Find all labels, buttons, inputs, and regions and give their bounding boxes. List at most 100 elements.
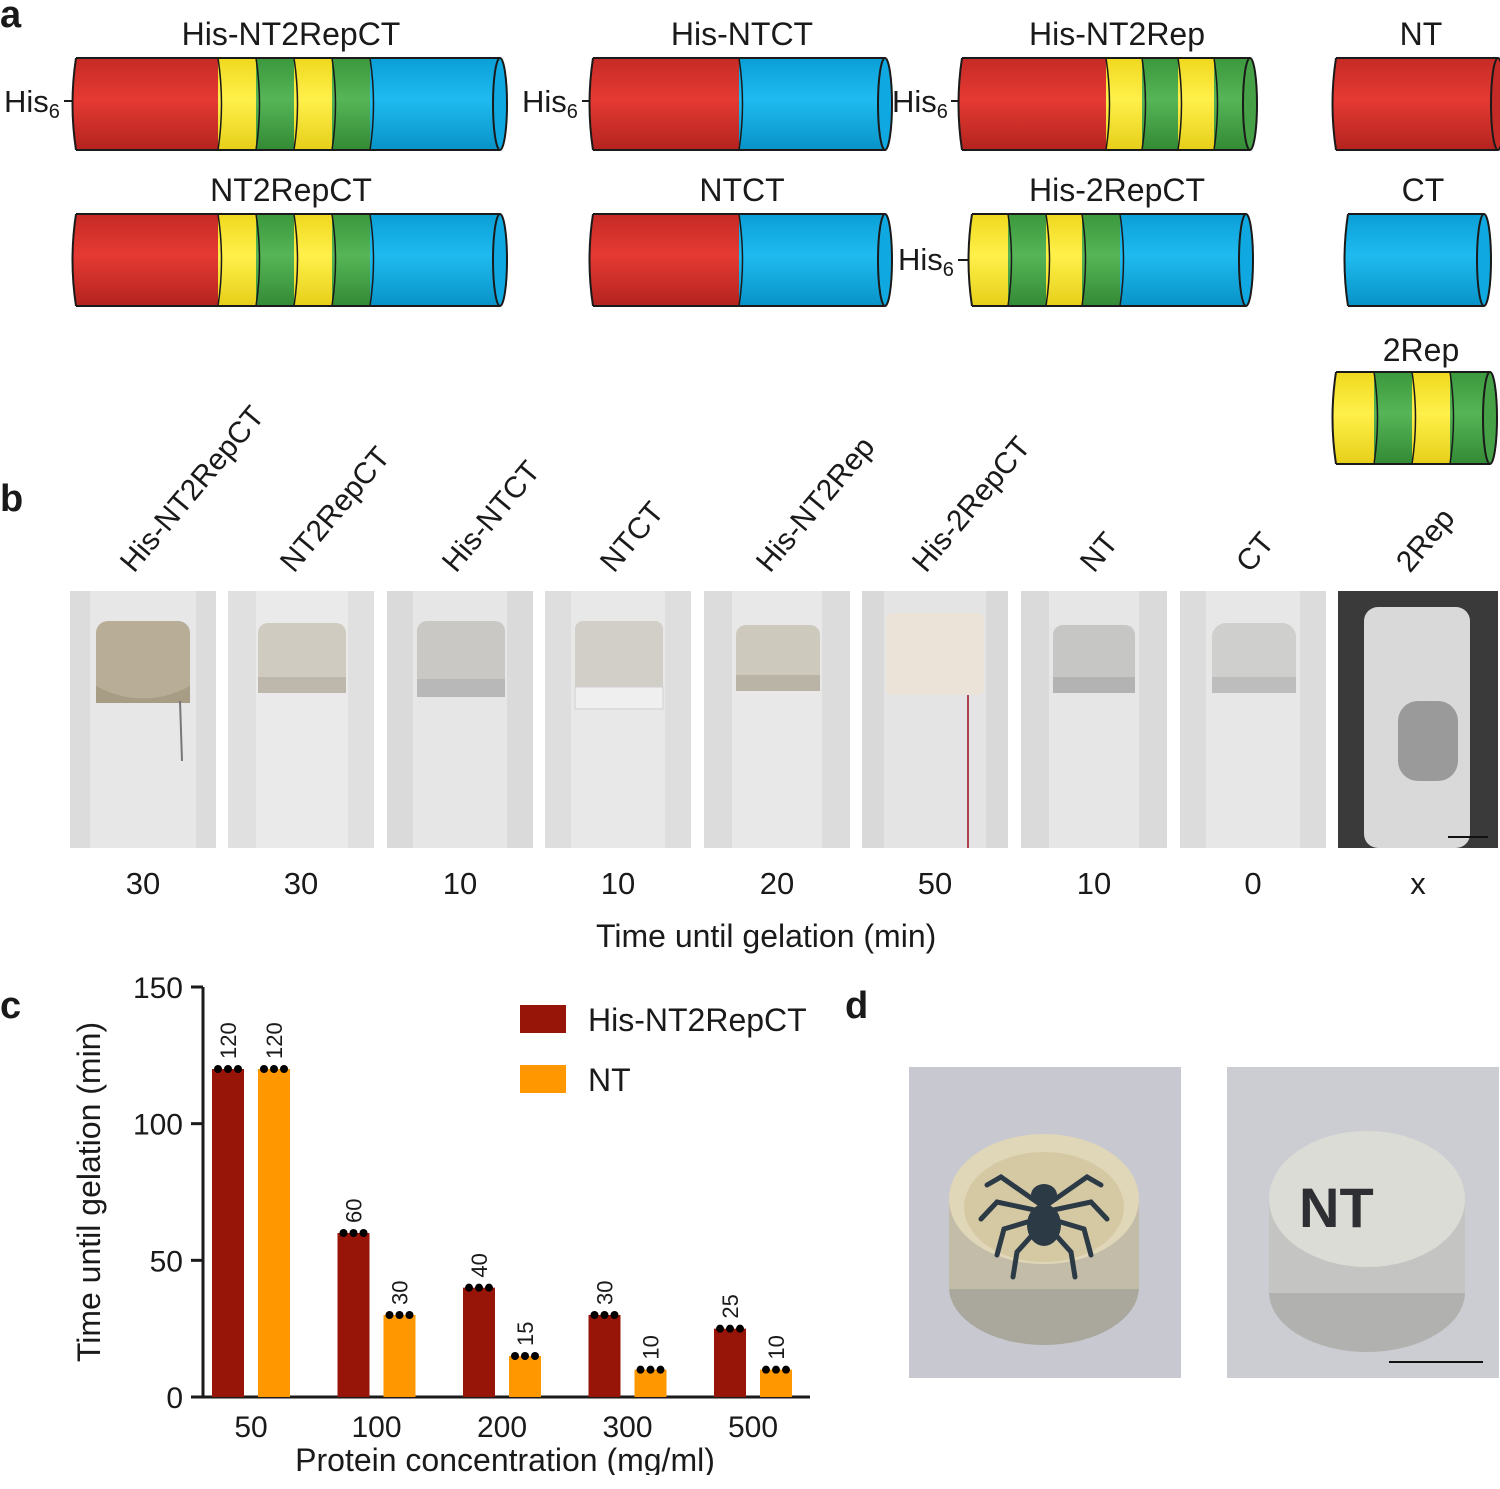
gelation-time-his-ntct: 10 <box>442 866 478 901</box>
y-tick-label: 50 <box>150 1245 183 1278</box>
legend-swatch <box>520 1005 566 1033</box>
construct-title-ct: CT <box>1401 172 1445 208</box>
bar-value-label: 120 <box>262 1022 287 1059</box>
construct-cylinders <box>64 57 1500 465</box>
replicate-point <box>782 1365 790 1374</box>
replicate-point <box>716 1324 724 1333</box>
vial-photo-his-nt2rep <box>704 591 850 848</box>
bar-nt-300 <box>634 1369 667 1397</box>
x-tick-label: 500 <box>728 1411 778 1444</box>
legend-label: His-NT2RepCT <box>588 1002 807 1038</box>
bar-value-label: 60 <box>342 1199 367 1223</box>
replicate-point <box>339 1229 348 1237</box>
x-tick-label: 300 <box>602 1411 652 1444</box>
replicate-point <box>736 1324 744 1333</box>
gelation-time-2rep: x <box>1410 866 1426 901</box>
cyl-ntct <box>588 213 893 307</box>
legend-label: NT <box>588 1062 631 1098</box>
bar-nt-50 <box>258 1069 290 1397</box>
vial-photo-his-nt2repct <box>70 591 216 848</box>
y-tick-label: 150 <box>133 975 183 1005</box>
vial-photo-nt <box>1021 591 1167 848</box>
replicate-point <box>511 1352 519 1360</box>
replicate-point <box>610 1311 619 1319</box>
replicate-point <box>636 1365 645 1374</box>
bar-value-label: 25 <box>718 1294 743 1318</box>
replicate-point <box>280 1065 288 1073</box>
bar-value-label: 10 <box>639 1335 664 1359</box>
cyl-nt <box>1331 57 1500 151</box>
replicate-point <box>224 1065 232 1073</box>
spider-icon <box>978 1174 1110 1280</box>
replicate-point <box>465 1283 473 1292</box>
vial-photo-his-ntct <box>387 591 533 848</box>
x-axis-title: Protein concentration (mg/ml) <box>295 1442 715 1475</box>
bar-value-label: 10 <box>764 1335 789 1359</box>
replicate-point <box>590 1311 599 1319</box>
gelation-time-nt2repct: 30 <box>283 866 319 901</box>
construct-title-his-ntct: His-NTCT <box>670 16 814 52</box>
replicate-point <box>214 1065 222 1073</box>
vial-photo-nt2repct <box>228 591 374 848</box>
replicate-point <box>475 1283 483 1292</box>
sample-label-his-ntct: His-NTCT <box>435 455 547 579</box>
bar-value-label: 40 <box>467 1253 492 1277</box>
vial-photo-his-2repct <box>862 591 1008 848</box>
his6-tag-label: His6 <box>4 84 60 123</box>
sample-label-ct: CT <box>1229 526 1281 579</box>
panel-letter-a: a <box>0 0 22 36</box>
bar-his-nt2repct-200 <box>463 1287 495 1397</box>
replicate-point <box>395 1311 404 1319</box>
bar-his-nt2repct-50 <box>212 1069 244 1397</box>
bar-his-nt2repct-100 <box>337 1233 370 1397</box>
gelation-time-ct: 0 <box>1244 866 1262 901</box>
construct-title-ntct: NTCT <box>699 172 785 208</box>
replicate-point <box>656 1365 665 1374</box>
legend-swatch <box>520 1065 566 1093</box>
bar-nt-100 <box>383 1315 416 1397</box>
replicate-point <box>521 1352 529 1360</box>
his6-tag-label: His6 <box>898 242 954 281</box>
gelation-time-ntct: 10 <box>600 866 636 901</box>
bar-nt-200 <box>509 1356 541 1397</box>
y-tick-label: 0 <box>166 1382 183 1415</box>
y-axis-title: Time until gelation (min) <box>71 1022 107 1362</box>
replicate-point <box>485 1283 493 1292</box>
panel-letter-b: b <box>0 478 24 520</box>
replicate-point <box>405 1311 414 1319</box>
x-tick-label: 100 <box>351 1411 401 1444</box>
vial-photo-2rep <box>1338 591 1498 848</box>
sample-label-nt: NT <box>1073 526 1125 579</box>
cyl-nt2repct <box>71 213 508 307</box>
vial-photo-ct <box>1180 591 1326 848</box>
replicate-point <box>349 1229 358 1237</box>
replicate-point <box>600 1311 609 1319</box>
construct-title-his-2repct: His-2RepCT <box>1028 172 1206 208</box>
gelation-time-his-nt2repct: 30 <box>125 866 161 901</box>
panel-letter-d: d <box>845 985 869 1027</box>
bar-value-label: 30 <box>388 1281 413 1305</box>
his6-tag-label: His6 <box>892 84 948 123</box>
gel-nt-text: NT <box>1299 1176 1374 1239</box>
replicate-point <box>646 1365 655 1374</box>
replicate-point <box>359 1229 368 1237</box>
gel-photo-spider <box>909 1067 1181 1378</box>
replicate-point <box>531 1352 539 1360</box>
vial-photo-ntct <box>545 591 691 848</box>
replicate-point <box>270 1065 278 1073</box>
bar-value-label: 30 <box>593 1281 618 1305</box>
replicate-point <box>772 1365 780 1374</box>
cyl-his-ntct <box>588 57 893 151</box>
bar-value-label: 120 <box>216 1022 241 1059</box>
bar-his-nt2repct-500 <box>714 1328 746 1397</box>
cyl-his-nt2repct <box>71 57 508 151</box>
replicate-point <box>234 1065 242 1073</box>
bar-value-label: 15 <box>513 1322 538 1346</box>
bar-nt-500 <box>760 1369 792 1397</box>
replicate-point <box>260 1065 268 1073</box>
panel-letter-c: c <box>0 985 22 1027</box>
replicate-point <box>762 1365 770 1374</box>
construct-title-nt2repct: NT2RepCT <box>210 172 372 208</box>
construct-title-his-nt2rep: His-NT2Rep <box>1028 16 1206 52</box>
